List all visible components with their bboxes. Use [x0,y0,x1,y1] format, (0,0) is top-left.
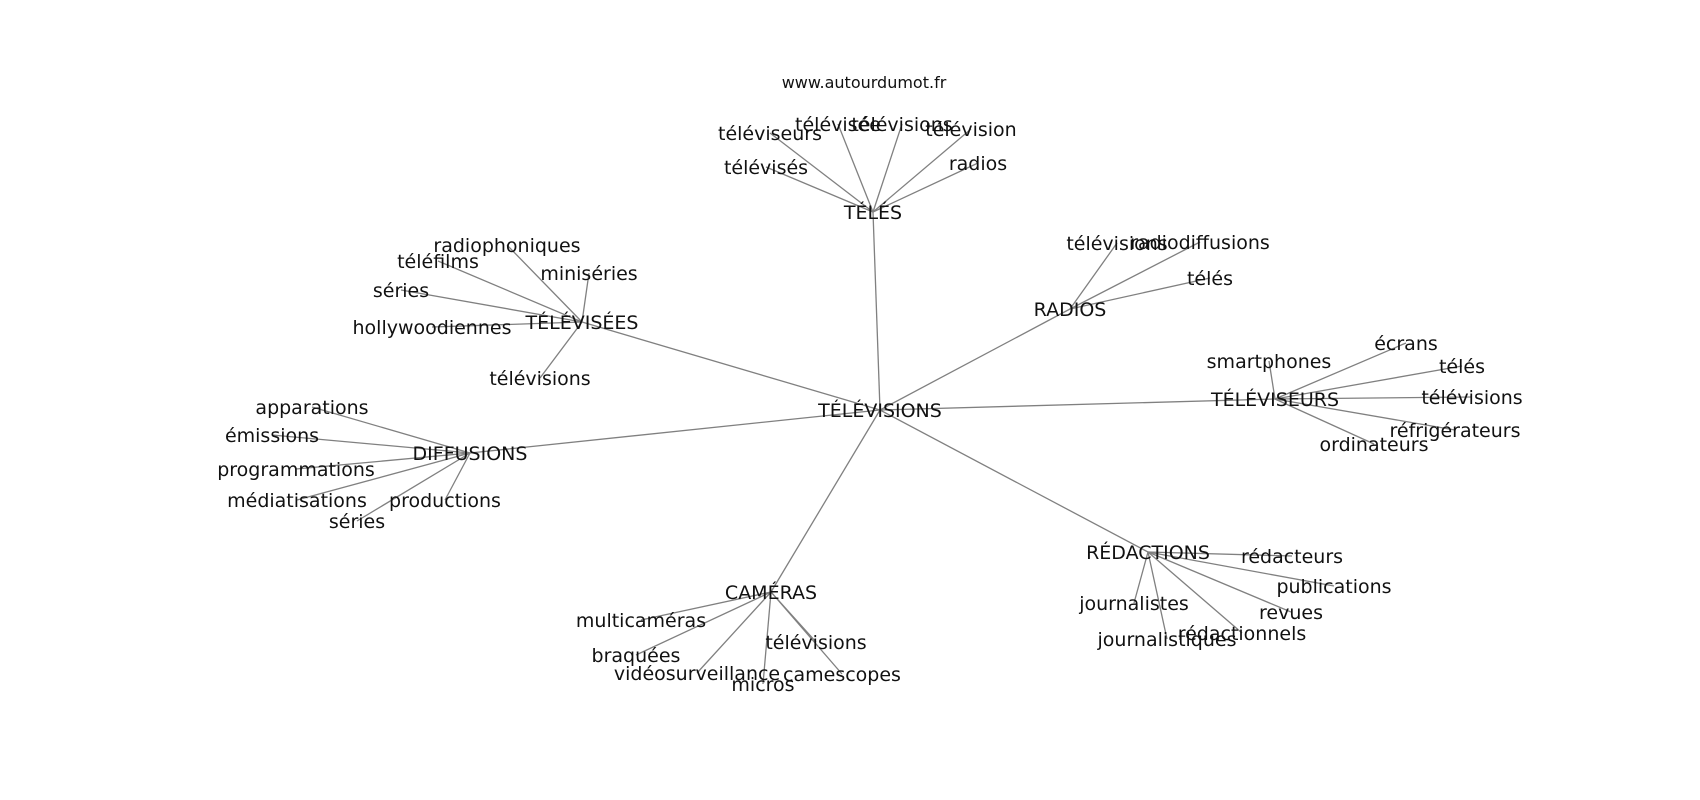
node-hub-radios: RADIOS [1034,299,1107,321]
node-cameras-videosurveillance: vidéosurveillance [614,663,780,685]
node-redactions-redacteurs: rédacteurs [1241,546,1343,568]
node-televiseurs-ordinateurs: ordinateurs [1319,434,1428,456]
node-teles-televisions: télévisions [851,114,952,136]
node-televisees-televisions: télévisions [489,368,590,390]
node-cameras-braquees: braquées [592,645,681,667]
node-radios-televisions: télévisions [1066,233,1167,255]
node-televiseurs-ecrans: écrans [1374,333,1438,355]
node-diffusions-series: séries [329,511,385,533]
node-televiseurs-smartphones: smartphones [1207,351,1332,373]
node-hub-cameras: CAMÉRAS [725,581,817,604]
node-teles-radios: radios [949,153,1007,175]
edge-televiseurs-refrigerateurs [1274,398,1456,431]
edge-teles-television [872,128,972,213]
node-teles-television: télévision [925,119,1016,141]
node-hub-diffusions: DIFFUSIONS [413,443,528,465]
node-cameras-micros: micros [731,674,794,696]
edge-cameras-videosurveillance [696,591,772,674]
node-redactions-revues: revues [1259,602,1323,624]
node-redactions-journalistiques: journalistiques [1097,629,1237,651]
edge-diffusions-programmations [295,452,471,470]
edge-televiseurs-smartphones [1268,360,1276,400]
node-hub-redactions: RÉDACTIONS [1086,541,1210,564]
edge-radios-teles [1069,277,1211,310]
edge-televisees-series [400,289,583,323]
edge-redactions-redacteurs [1147,551,1293,557]
node-teles-televises: télévisés [724,157,808,179]
edge-diffusions-apparations [311,406,471,454]
node-televisees-hollywoodiennes: hollywoodiennes [353,317,512,339]
edge-center-redactions [879,409,1149,553]
edge-televiseurs-teles [1274,365,1463,400]
node-center: TÉLÉVISIONS [817,399,942,422]
edge-televiseurs-ordinateurs [1274,398,1375,445]
node-televisees-radiophoniques: radiophoniques [433,235,580,257]
edge-televisees-radiophoniques [506,244,583,323]
node-teles-televisee: télévisée [795,114,881,136]
edge-center-televisees [581,321,881,411]
edge-redactions-journalistiques [1147,551,1168,640]
edge-diffusions-series [356,452,471,522]
edge-cameras-televisions [770,591,817,643]
node-redactions-journalistes: journalistes [1078,593,1189,615]
node-diffusions-apparations: apparations [255,397,368,419]
edge-teles-televisee [837,123,874,213]
edge-redactions-publications [1147,551,1335,587]
labels-layer: TÉLÉVISIONS TÉLÉS téléviseurs télévisés télé… [217,114,1522,696]
edge-center-diffusions [469,409,881,454]
node-televisees-miniseries: miniséries [540,263,637,285]
edge-teles-radios [872,162,979,213]
edge-redactions-revues [1147,551,1292,613]
edge-diffusions-productions [444,452,471,501]
edge-teles-televisions [872,123,903,213]
edge-televisees-televisions [539,321,583,379]
edge-redactions-redactionnels [1147,551,1243,634]
edge-radios-radiodiffusions [1069,241,1201,310]
node-radios-radiodiffusions: radiodiffusions [1130,232,1270,254]
node-hub-televiseurs: TÉLÉVISEURS [1210,388,1339,411]
node-televisees-series: séries [373,280,429,302]
edge-radios-televisions [1069,242,1118,310]
edge-cameras-multicameras [640,591,772,621]
node-hub-teles: TÉLÉS [843,201,902,224]
edge-redactions-journalistes [1133,551,1149,604]
node-hub-televisees: TÉLÉVISÉES [525,311,639,334]
node-redactions-publications: publications [1276,576,1391,598]
node-teles-televiseurs: téléviseurs [718,123,822,145]
edge-televisees-hollywoodiennes [431,321,583,328]
node-televiseurs-refrigerateurs: réfrigérateurs [1390,420,1521,442]
node-diffusions-productions: productions [389,490,501,512]
node-televiseurs-teles: télés [1439,356,1485,378]
node-televisees-telefilms: téléfilms [397,251,479,273]
edge-diffusions-emissions [271,434,471,454]
edge-televisees-telefilms [437,260,583,323]
node-diffusions-mediatisations: médiatisations [227,490,367,512]
edges-layer [271,123,1473,685]
node-diffusions-programmations: programmations [217,459,375,481]
edge-diffusions-mediatisations [296,452,471,501]
edge-center-teles [872,211,881,411]
edge-center-televiseurs [879,398,1276,411]
edge-teles-televises [765,166,874,213]
edge-televiseurs-ecrans [1274,342,1407,400]
node-cameras-televisions: télévisions [765,632,866,654]
node-diffusions-emissions: émissions [225,425,319,447]
node-radios-teles: télés [1187,268,1233,290]
edge-teles-televiseurs [769,132,874,213]
edge-center-radios [879,308,1071,411]
edge-center-cameras [770,409,881,593]
node-redactions-redactionnels: rédactionnels [1178,623,1307,645]
edge-televiseurs-televisions [1274,396,1473,400]
source-label: www.autourdumot.fr [782,73,947,92]
node-televiseurs-televisions: télévisions [1421,387,1522,409]
node-cameras-multicameras: multicaméras [576,610,706,632]
edge-televisees-miniseries [581,272,590,323]
edge-cameras-braquees [635,591,772,656]
node-cameras-camescopes: camescopes [783,664,901,686]
edge-cameras-micros [762,591,772,685]
